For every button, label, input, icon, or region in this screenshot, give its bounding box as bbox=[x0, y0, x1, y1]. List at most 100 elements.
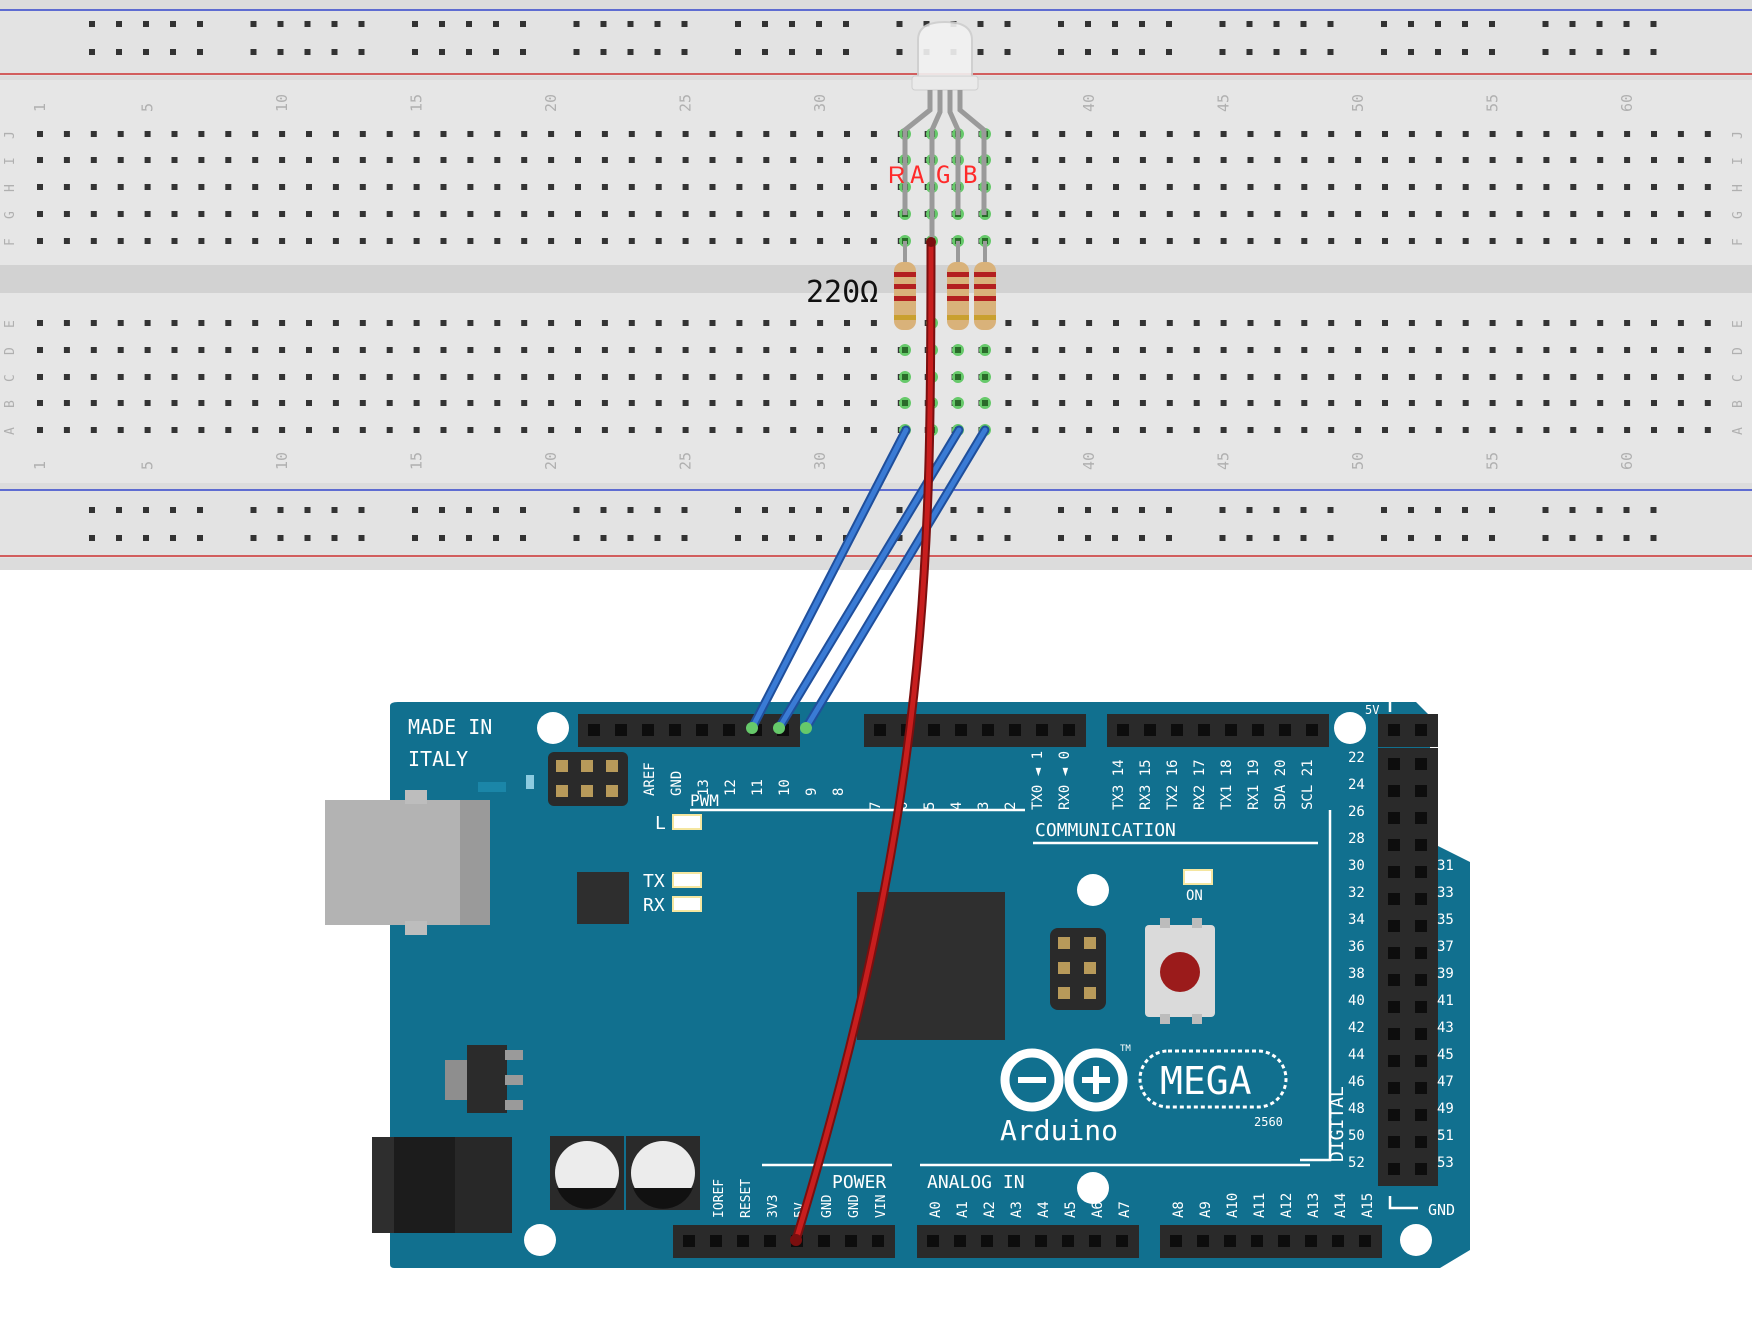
rail-hole bbox=[1085, 535, 1091, 541]
rail-hole bbox=[896, 21, 903, 27]
header-pin bbox=[1171, 724, 1183, 736]
breadboard-hole bbox=[144, 157, 151, 163]
rail-hole bbox=[493, 535, 499, 541]
breadboard-hole bbox=[413, 238, 420, 244]
breadboard-hole bbox=[144, 211, 151, 217]
breadboard-hole bbox=[37, 211, 43, 217]
rail-hole bbox=[1219, 21, 1226, 27]
breadboard-hole bbox=[1220, 347, 1227, 353]
breadboard-hole bbox=[1435, 347, 1442, 353]
pwm-label: PWM bbox=[690, 791, 719, 810]
breadboard-hole bbox=[601, 320, 608, 326]
rail-hole bbox=[358, 21, 365, 27]
rail-hole bbox=[1273, 21, 1280, 27]
breadboard-hole bbox=[359, 238, 366, 244]
header-pin bbox=[1008, 1235, 1020, 1247]
breadboard-hole bbox=[494, 427, 501, 433]
rail-hole bbox=[520, 535, 526, 541]
rail-hole bbox=[1112, 49, 1118, 55]
rail-hole bbox=[1004, 507, 1011, 513]
header-pin bbox=[1198, 724, 1210, 736]
rail-hole bbox=[1085, 507, 1091, 513]
breadboard-hole bbox=[171, 347, 178, 353]
breadboard-hole bbox=[306, 157, 312, 163]
breadboard-hole bbox=[575, 157, 581, 163]
pin-label: A4 bbox=[1036, 1201, 1052, 1218]
rail-hole bbox=[896, 535, 903, 541]
made-in-label: MADE IN bbox=[408, 715, 492, 739]
breadboard-hole bbox=[1355, 427, 1362, 433]
breadboard-hole bbox=[1005, 427, 1012, 433]
header-body bbox=[864, 714, 1086, 747]
breadboard-hole bbox=[601, 184, 608, 190]
rail-hole bbox=[1219, 535, 1226, 541]
led-pin-label-b: B bbox=[963, 161, 977, 189]
header-pin bbox=[1252, 724, 1264, 736]
breadboard-hole bbox=[1113, 131, 1119, 137]
led-pin-label-a: A bbox=[910, 161, 925, 189]
breadboard-hole bbox=[440, 427, 447, 433]
breadboard-hole bbox=[467, 211, 474, 217]
row-letter: B bbox=[3, 400, 18, 408]
rail-hole bbox=[1462, 535, 1468, 541]
pin-label: A15 bbox=[1360, 1193, 1376, 1218]
breadboard-hole bbox=[1247, 320, 1254, 326]
breadboard-hole bbox=[359, 157, 366, 163]
breadboard-hole bbox=[1570, 184, 1577, 190]
pin-label: 26 bbox=[1348, 804, 1365, 820]
breadboard-hole bbox=[332, 131, 339, 137]
breadboard-hole bbox=[386, 374, 393, 380]
breadboard-hole bbox=[225, 184, 232, 190]
icsp-pin bbox=[1058, 987, 1070, 999]
breadboard-hole bbox=[575, 211, 581, 217]
voltage-regulator bbox=[445, 1060, 467, 1100]
breadboard-hole bbox=[252, 238, 259, 244]
breadboard-hole bbox=[63, 157, 70, 163]
breadboard-hole bbox=[548, 320, 555, 326]
rail-hole bbox=[789, 535, 795, 541]
breadboard-hole bbox=[306, 131, 312, 137]
icsp-pin bbox=[556, 785, 568, 797]
pin-label: 28 bbox=[1348, 831, 1365, 847]
icsp-pin bbox=[1084, 937, 1096, 949]
breadboard-hole bbox=[1516, 238, 1523, 244]
pin-label: 3 bbox=[976, 802, 992, 810]
breadboard-hole bbox=[1516, 157, 1523, 163]
pin-label: 46 bbox=[1348, 1074, 1365, 1090]
row-letter: D bbox=[1731, 347, 1746, 355]
breadboard-hole bbox=[709, 211, 716, 217]
rail-hole bbox=[1569, 21, 1576, 27]
breadboard-hole bbox=[844, 347, 850, 353]
rail-hole bbox=[1462, 507, 1468, 513]
breadboard-hole bbox=[306, 400, 312, 406]
breadboard-hole bbox=[628, 131, 635, 137]
breadboard-hole bbox=[628, 374, 635, 380]
breadboard-hole bbox=[1382, 320, 1388, 326]
breadboard-hole bbox=[548, 400, 555, 406]
breadboard-hole bbox=[1005, 238, 1012, 244]
header-pin bbox=[1415, 866, 1427, 878]
breadboard-hole bbox=[1382, 131, 1388, 137]
rx-led bbox=[672, 896, 702, 912]
pin-label: 44 bbox=[1348, 1047, 1365, 1063]
breadboard-hole bbox=[1166, 238, 1173, 244]
breadboard-hole bbox=[225, 157, 232, 163]
rail-hole bbox=[816, 49, 822, 55]
pin-label: 42 bbox=[1348, 1020, 1365, 1036]
breadboard-hole bbox=[1086, 427, 1093, 433]
breadboard-hole bbox=[306, 238, 312, 244]
breadboard-hole bbox=[252, 211, 259, 217]
breadboard-hole bbox=[628, 184, 635, 190]
pin-label: 41 bbox=[1437, 993, 1454, 1009]
breadboard-hole bbox=[494, 347, 501, 353]
breadboard-hole bbox=[1247, 374, 1254, 380]
row-letter: J bbox=[3, 131, 18, 139]
rail-hole bbox=[250, 507, 257, 513]
rail-hole bbox=[681, 535, 688, 541]
breadboard-hole bbox=[844, 211, 850, 217]
breadboard-hole bbox=[1408, 427, 1415, 433]
rail-hole bbox=[1300, 49, 1307, 55]
breadboard-hole bbox=[1301, 400, 1308, 406]
rail-hole bbox=[89, 535, 95, 541]
